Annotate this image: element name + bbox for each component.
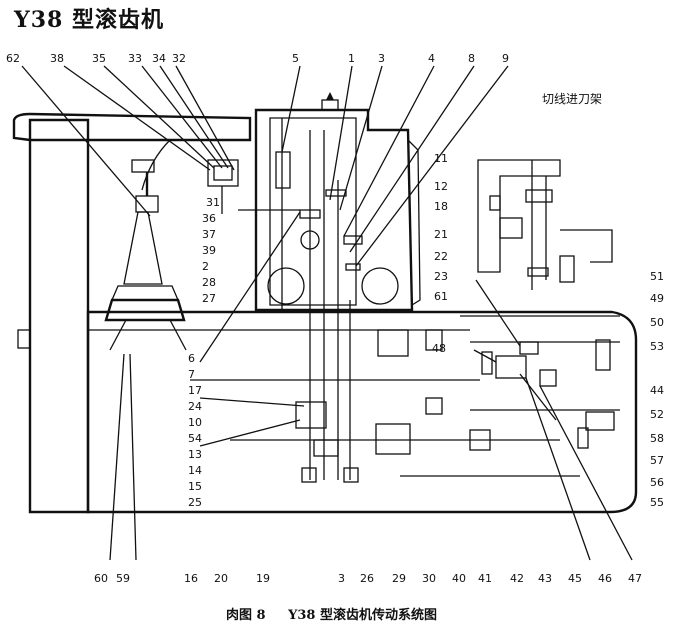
- callout-top-4: 34: [152, 52, 166, 65]
- callout-left-12: 54: [188, 432, 202, 445]
- diagram-title: Y38 型滚齿机: [14, 7, 164, 33]
- callout-right-9: 55: [650, 496, 664, 509]
- callout-right_mid-0: 11: [434, 152, 448, 165]
- callout-right_mid-1: 12: [434, 180, 448, 193]
- callout-left-4: 2: [202, 260, 209, 273]
- motor-upper: [377, 329, 409, 357]
- callout-right_mid-6: 61: [434, 290, 448, 303]
- callout-bottom-0: 60: [94, 572, 108, 585]
- callout-bottom-8: 30: [422, 572, 436, 585]
- work-table: [104, 298, 186, 322]
- figure-caption-text: Y38 型滚齿机传动系统图: [288, 608, 438, 623]
- callout-right-7: 57: [650, 454, 664, 467]
- callout-right-3: 53: [650, 340, 664, 353]
- callout-left-1: 36: [202, 212, 216, 225]
- tailstock-spindle: [123, 211, 163, 285]
- callout-bottom-14: 46: [598, 572, 612, 585]
- callout-top-0: 62: [6, 52, 20, 65]
- callout-bottom-4: 19: [256, 572, 270, 585]
- callout-bottom-13: 45: [568, 572, 582, 585]
- callout-right-4: 44: [650, 384, 664, 397]
- callout-bottom-12: 43: [538, 572, 552, 585]
- callout-right_mid-7: 48: [432, 342, 446, 355]
- callout-left-3: 39: [202, 244, 216, 257]
- callout-bottom-6: 26: [360, 572, 374, 585]
- callout-left-8: 7: [188, 368, 195, 381]
- callout-left-15: 15: [188, 480, 202, 493]
- callout-top-11: 9: [502, 52, 509, 65]
- callout-bottom-2: 16: [184, 572, 198, 585]
- column-foot-block: [17, 329, 31, 349]
- callout-top-7: 1: [348, 52, 355, 65]
- machine-bed: [86, 310, 638, 514]
- callout-bottom-15: 47: [628, 572, 642, 585]
- callout-top-10: 8: [468, 52, 475, 65]
- tangential-feed-head-label: 切线进刀架: [542, 92, 603, 106]
- callout-right-2: 50: [650, 316, 664, 329]
- callout-bottom-7: 29: [392, 572, 406, 585]
- callout-bottom-5: 3: [338, 572, 345, 585]
- callout-right-8: 56: [650, 476, 664, 489]
- column: [28, 118, 90, 514]
- headstock-housing: [254, 108, 414, 312]
- callout-top-2: 35: [92, 52, 106, 65]
- change-gear-left: [267, 267, 305, 305]
- callout-top-5: 32: [172, 52, 186, 65]
- callout-right-1: 49: [650, 292, 664, 305]
- callout-left-6: 27: [202, 292, 216, 305]
- callout-top-3: 33: [128, 52, 142, 65]
- callout-left-5: 28: [202, 276, 216, 289]
- callout-right-6: 58: [650, 432, 664, 445]
- callout-right_mid-2: 18: [434, 200, 448, 213]
- callout-left-14: 14: [188, 464, 202, 477]
- callout-left-11: 10: [188, 416, 202, 429]
- change-gear-right: [361, 267, 399, 305]
- callout-bottom-9: 40: [452, 572, 466, 585]
- callout-left-7: 6: [188, 352, 195, 365]
- callout-bottom-11: 42: [510, 572, 524, 585]
- callout-right-5: 52: [650, 408, 664, 421]
- hob-head-gearbox: [207, 159, 239, 187]
- figure-number: 肉图 8: [226, 608, 266, 623]
- callout-top-6: 5: [292, 52, 299, 65]
- callout-bottom-10: 41: [478, 572, 492, 585]
- callout-left-10: 24: [188, 400, 202, 413]
- leader-lines: [21, 65, 633, 561]
- callout-right_mid-5: 23: [434, 270, 448, 283]
- callout-top-8: 3: [378, 52, 385, 65]
- callout-right_mid-3: 21: [434, 228, 448, 241]
- callout-right-0: 51: [650, 270, 664, 283]
- callout-left-9: 17: [188, 384, 202, 397]
- callout-top-1: 38: [50, 52, 64, 65]
- feed-gearbox: [495, 355, 527, 379]
- arm-bracket: [100, 139, 172, 191]
- callout-right_mid-4: 22: [434, 250, 448, 263]
- callout-top-9: 4: [428, 52, 435, 65]
- callout-left-13: 13: [188, 448, 202, 461]
- callout-left-2: 37: [202, 228, 216, 241]
- callout-left-0: 31: [206, 196, 220, 209]
- callout-bottom-1: 59: [116, 572, 130, 585]
- tangential-feed-head-sketch: [477, 159, 561, 273]
- callout-bottom-3: 20: [214, 572, 228, 585]
- callout-left-16: 25: [188, 496, 202, 509]
- figure-caption: 肉图 8 Y38 型滚齿机传动系统图: [226, 604, 455, 623]
- motor-lower: [375, 423, 411, 455]
